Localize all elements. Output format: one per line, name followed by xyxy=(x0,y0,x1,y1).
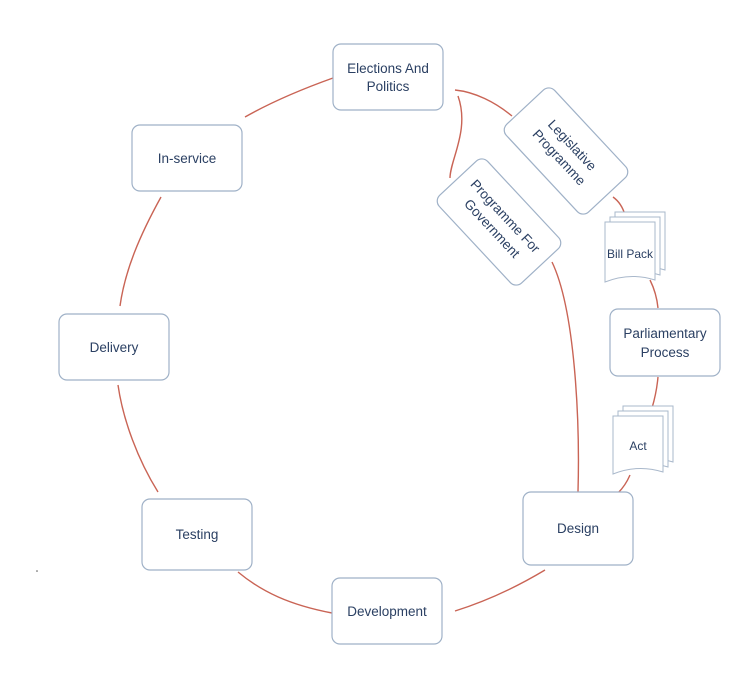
node-delivery[interactable]: Delivery xyxy=(58,313,170,381)
node-elections-line2: Politics xyxy=(367,79,410,94)
connector-development-testing xyxy=(237,571,333,614)
node-programme-for-government[interactable]: Programme For Government xyxy=(434,156,564,289)
doc-bill-pack-label: Bill Pack xyxy=(607,247,654,261)
connector-billpack-parliamentary xyxy=(649,279,659,309)
node-development-label: Development xyxy=(347,604,427,619)
node-design-label: Design xyxy=(557,521,599,536)
node-parliamentary-line1: Parliamentary xyxy=(623,326,707,341)
connector-programme-gov-design xyxy=(551,261,580,493)
node-in-service-label: In-service xyxy=(158,151,217,166)
connector-act-design xyxy=(617,474,631,494)
node-elections-line1: Elections And xyxy=(347,61,429,76)
node-testing-label: Testing xyxy=(176,527,219,542)
node-elections-and-politics[interactable]: Elections And Politics xyxy=(332,43,444,111)
connector-design-development xyxy=(454,569,546,612)
connectors xyxy=(117,77,659,614)
connector-delivery-inservice xyxy=(119,196,162,307)
doc-act[interactable]: Act xyxy=(612,405,674,475)
node-design[interactable]: Design xyxy=(522,491,634,566)
node-in-service[interactable]: In-service xyxy=(131,124,243,192)
connector-parliamentary-act xyxy=(651,376,659,409)
connector-elections-legislative xyxy=(454,89,513,117)
connector-testing-delivery xyxy=(117,384,159,493)
node-development[interactable]: Development xyxy=(331,577,443,645)
doc-bill-pack[interactable]: Bill Pack xyxy=(604,211,666,283)
node-testing[interactable]: Testing xyxy=(141,498,253,571)
node-parliamentary-process[interactable]: Parliamentary Process xyxy=(609,308,721,377)
node-parliamentary-line2: Process xyxy=(641,345,690,360)
node-delivery-label: Delivery xyxy=(90,340,139,355)
connector-inservice-elections xyxy=(244,77,334,118)
doc-act-label: Act xyxy=(629,439,647,453)
connector-elections-programme-gov xyxy=(449,95,463,179)
node-legislative-programme[interactable]: Legislative Programme xyxy=(501,85,631,218)
stray-dot xyxy=(36,570,38,572)
